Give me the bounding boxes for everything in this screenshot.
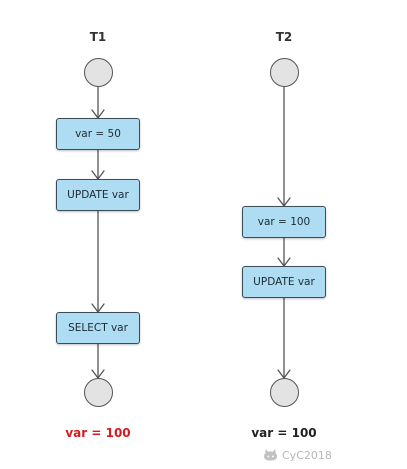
github-octocat-icon [263,448,278,462]
t2-step-assign: var = 100 [242,206,326,238]
t2-step-update: UPDATE var [242,266,326,298]
t1-start-node [84,58,113,87]
t1-end-node [84,378,113,407]
watermark-text: CyC2018 [282,448,332,462]
t2-lane-title: T2 [275,30,293,44]
t1-step-select: SELECT var [56,312,140,344]
t1-lane-title: T1 [89,30,107,44]
t1-step-update: UPDATE var [56,179,140,211]
t2-start-node [270,58,299,87]
t2-end-node [270,378,299,407]
t1-step-assign: var = 50 [56,118,140,150]
watermark: CyC2018 [263,446,332,464]
t1-result-label: var = 100 [65,426,131,440]
t2-result-label: var = 100 [251,426,317,440]
